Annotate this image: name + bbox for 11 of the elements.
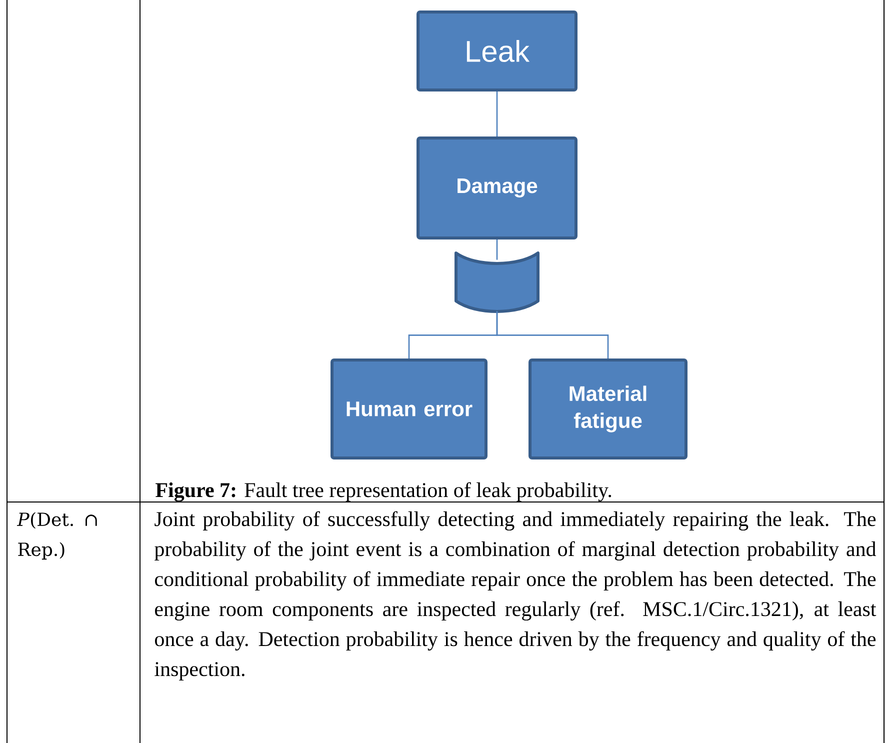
gate-symbol xyxy=(454,252,540,313)
event-box: Damage xyxy=(416,136,578,240)
connector-line xyxy=(496,311,609,358)
event-box: Material fatigue xyxy=(528,358,688,460)
symbol-text: P(Det. ∩ Rep.) xyxy=(16,512,97,560)
description-paragraph: Joint probability of successfully detecting and immediately repairing the leak. The probability of the joint event is a combination of marginal detection probability and conditional probability of immediate repair once the problem has been detected. The engine room components are inspected regularly (ref. MSC.1/Circ.1321), at least once a day. Detection probability is hence driven by the frequency and quality of the inspection. xyxy=(154,511,876,680)
connector-line xyxy=(496,92,498,136)
figure-caption: Figure 7: Fault tree representation of leak probability. xyxy=(156,482,612,502)
connector-line xyxy=(496,240,498,260)
event-box: Human error xyxy=(330,358,488,460)
event-box: Leak xyxy=(416,10,578,92)
